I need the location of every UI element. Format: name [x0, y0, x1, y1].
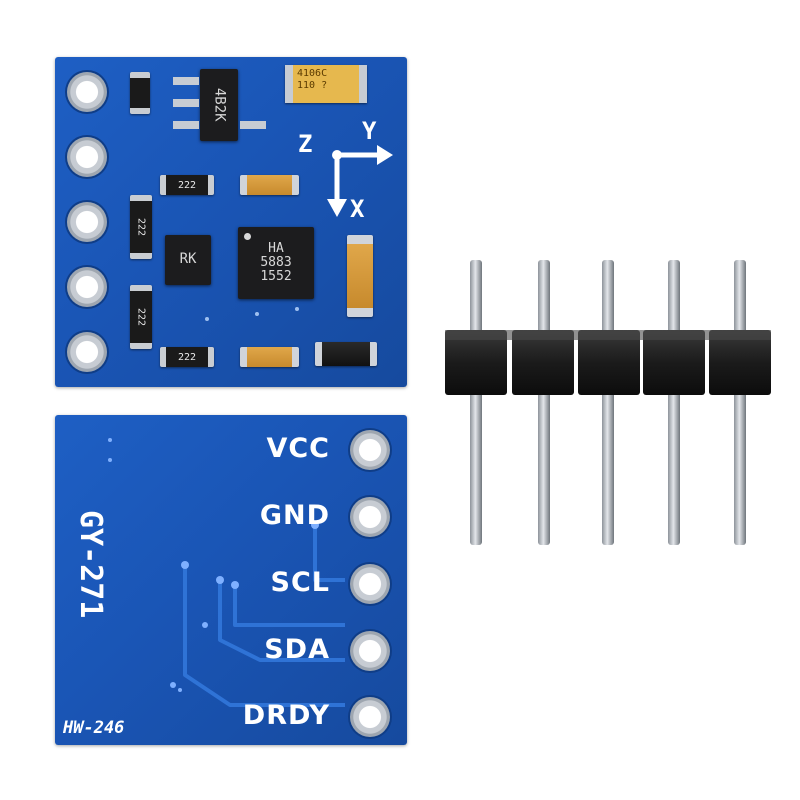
pin-pad	[67, 202, 107, 242]
axis-arrows-icon	[327, 145, 393, 217]
pin-pad	[67, 72, 107, 112]
chip-lead	[173, 77, 199, 85]
pin-pad-sda	[350, 631, 390, 671]
tantalum-label-2: 110 ?	[297, 79, 328, 91]
via	[255, 312, 259, 316]
capacitor	[240, 175, 299, 195]
pin-pad-scl	[350, 564, 390, 604]
chip-lead	[173, 121, 199, 129]
via	[205, 317, 209, 321]
pin-label-vcc: VCC	[266, 433, 330, 464]
chip-lead	[173, 99, 199, 107]
pin-pad	[67, 332, 107, 372]
chip-lead	[240, 121, 266, 129]
tantalum-capacitor: 4106C 110 ?	[285, 65, 367, 103]
pcb-back-side: GY-271 HW-246 VCC GND SCL SDA DRDY	[55, 415, 407, 745]
axis-label-y: Y	[362, 117, 377, 145]
resistor: 222	[160, 175, 214, 195]
resistor: 222	[130, 285, 152, 349]
capacitor-vertical	[347, 235, 373, 317]
pin-label-gnd: GND	[259, 500, 330, 531]
resistor	[130, 72, 150, 114]
via	[295, 307, 299, 311]
board-code-label: HW-246	[63, 718, 125, 738]
axis-label-z: Z	[298, 130, 313, 158]
pin-pad-drdy	[350, 697, 390, 737]
pin-pad-gnd	[350, 497, 390, 537]
resistor: 222	[160, 347, 214, 367]
resistor-code: 222	[177, 351, 197, 363]
header-plastic-block	[445, 330, 771, 395]
sensor-chip-label-3: 1552	[260, 269, 292, 285]
header-pins	[470, 260, 746, 545]
pin-label-scl: SCL	[270, 567, 330, 598]
pcb-front-side: 4B2K 4106C 110 ? Z Y X 222 222 222 RK HA…	[55, 57, 407, 387]
hmc5883l-sensor-chip: HA 5883 1552	[238, 227, 314, 299]
resistor-code: 222	[135, 217, 147, 237]
tantalum-label-1: 4106C	[297, 68, 328, 79]
pin-header-icon	[445, 260, 771, 545]
small-ic-chip: RK	[165, 235, 211, 285]
model-label: GY-271	[73, 510, 108, 619]
sensor-chip-label-1: HA	[268, 240, 284, 256]
capacitor	[240, 347, 299, 367]
pin1-dot-icon	[244, 233, 251, 240]
pin-pad	[67, 137, 107, 177]
capacitor-dark	[315, 342, 377, 366]
resistor-code: 222	[177, 179, 197, 191]
regulator-chip-label: 4B2K	[211, 88, 228, 122]
trace-lines	[108, 438, 345, 707]
pin-pad-vcc	[350, 430, 390, 470]
small-ic-label: RK	[179, 251, 197, 268]
sensor-chip-label-2: 5883	[260, 254, 292, 270]
pin-pad	[67, 267, 107, 307]
resistor-code: 222	[135, 307, 147, 327]
pin-label-sda: SDA	[264, 634, 330, 665]
pin-label-drdy: DRDY	[242, 700, 330, 731]
regulator-chip: 4B2K	[200, 69, 238, 141]
resistor: 222	[130, 195, 152, 259]
axis-label-x: X	[350, 195, 365, 223]
